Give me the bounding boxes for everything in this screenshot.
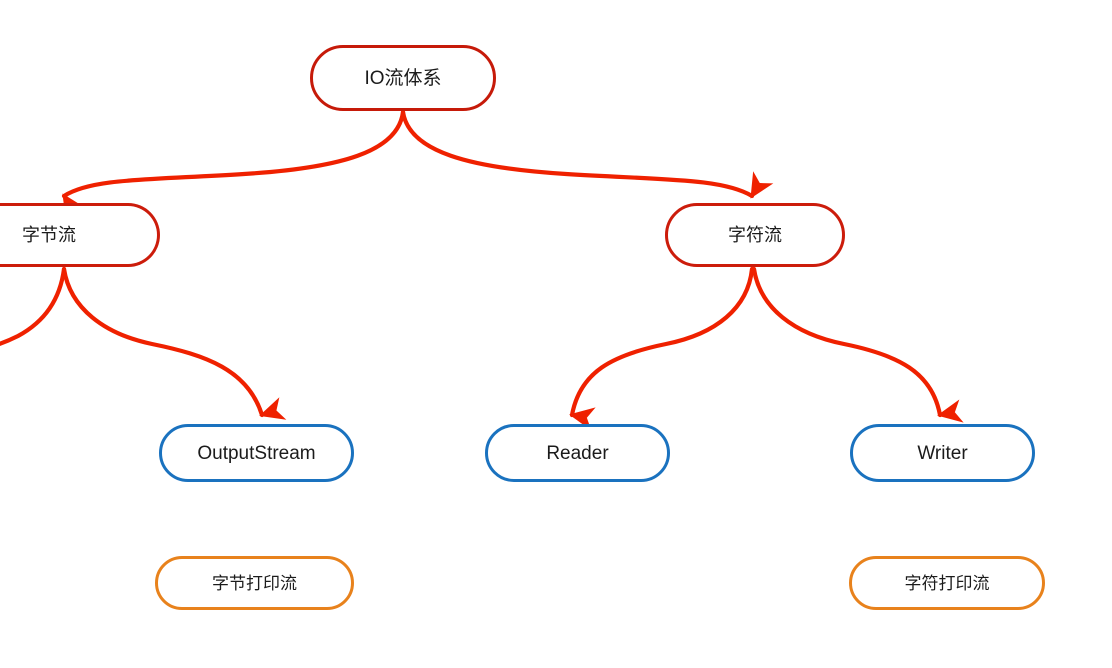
edge-root-to-char-stream: [400, 109, 774, 199]
node-writer[interactable]: Writer: [850, 424, 1035, 482]
node-label: Reader: [546, 442, 609, 464]
node-char-stream[interactable]: 字符流: [665, 203, 845, 267]
node-label: 字节打印流: [212, 573, 297, 593]
node-label: OutputStream: [197, 442, 316, 464]
node-output-stream[interactable]: OutputStream: [159, 424, 354, 482]
node-byte-print-stream[interactable]: 字节打印流: [155, 556, 354, 610]
node-label: Writer: [917, 442, 968, 464]
node-label: 字符打印流: [904, 573, 990, 593]
node-label: 字符流: [728, 225, 782, 245]
node-byte-stream[interactable]: 字节流: [0, 203, 160, 267]
edge-char-stream-to-writer: [751, 266, 964, 423]
node-label: IO流体系: [364, 67, 442, 89]
node-char-print-stream[interactable]: 字符打印流: [849, 556, 1045, 610]
edge-char-stream-to-reader: [569, 266, 755, 431]
edge-byte-stream-to-output-stream: [61, 266, 287, 420]
edge-root-to-byte-stream: [61, 109, 406, 221]
node-io-stream-system[interactable]: IO流体系: [310, 45, 496, 111]
node-label: 字节流: [22, 225, 76, 245]
node-reader[interactable]: Reader: [485, 424, 670, 482]
edge-byte-stream-to-offscreen: [0, 266, 67, 346]
